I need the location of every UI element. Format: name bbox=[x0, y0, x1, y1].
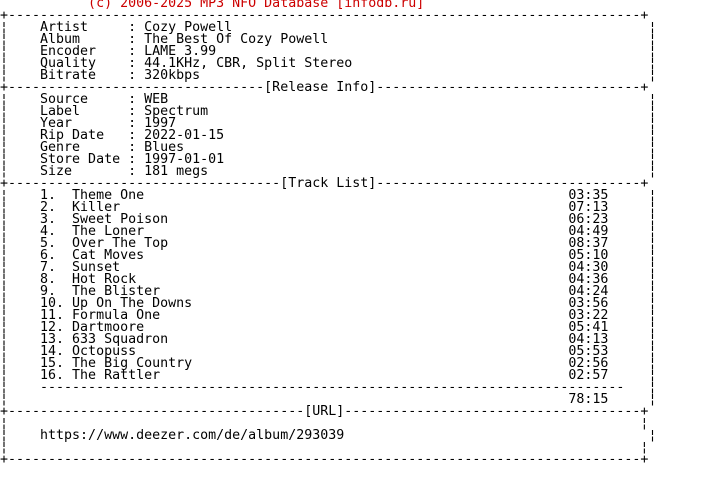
label-line: ¦ Label : Spectrum ¦ bbox=[0, 104, 657, 119]
bottom-border: +---------------------------------------… bbox=[0, 452, 649, 467]
track-row: ¦ 13. 633 Squadron 04:13 ¦ bbox=[0, 332, 657, 347]
track-row: ¦ 9. The Blister 04:24 ¦ bbox=[0, 284, 657, 299]
size-line: ¦ Size : 181 megs ¦ bbox=[0, 164, 657, 179]
blank-line: ¦ ¦ bbox=[0, 416, 649, 431]
track-row: ¦ 1. Theme One 03:35 ¦ bbox=[0, 188, 657, 203]
artist-line: ¦ Artist : Cozy Powell ¦ bbox=[0, 20, 657, 35]
bitrate-line: ¦ Bitrate : 320kbps ¦ bbox=[0, 68, 657, 83]
encoder-line: ¦ Encoder : LAME 3.99 ¦ bbox=[0, 44, 657, 59]
blank-line: ¦ ¦ bbox=[0, 440, 649, 455]
url-header: +-------------------------------------[U… bbox=[0, 404, 649, 419]
track-row: ¦ 3. Sweet Poison 06:23 ¦ bbox=[0, 212, 657, 227]
source-line: ¦ Source : WEB ¦ bbox=[0, 92, 657, 107]
track-row: ¦ 12. Dartmoore 05:41 ¦ bbox=[0, 320, 657, 335]
genre-line: ¦ Genre : Blues ¦ bbox=[0, 140, 657, 155]
top-border: +---------------------------------------… bbox=[0, 8, 649, 23]
copyright-banner: (c) 2006-2025 MP3 NFO Database [infodb.r… bbox=[0, 0, 425, 11]
track-row: ¦ 15. The Big Country 02:56 ¦ bbox=[0, 356, 657, 371]
total-time-line: ¦ 78:15 ¦ bbox=[0, 392, 657, 407]
album-line: ¦ Album : The Best Of Cozy Powell ¦ bbox=[0, 32, 657, 47]
track-row: ¦ 2. Killer 07:13 ¦ bbox=[0, 200, 657, 215]
total-divider: ¦ --------------------------------------… bbox=[0, 380, 657, 395]
track-row: ¦ 4. The Loner 04:49 ¦ bbox=[0, 224, 657, 239]
track-row: ¦ 11. Formula One 03:22 ¦ bbox=[0, 308, 657, 323]
track-row: ¦ 7. Sunset 04:30 ¦ bbox=[0, 260, 657, 275]
url-line: ¦ https://www.deezer.com/de/album/293039… bbox=[0, 428, 657, 443]
nfo-document: (c) 2006-2025 MP3 NFO Database [infodb.r… bbox=[0, 0, 657, 467]
track-row: ¦ 14. Octopuss 05:53 ¦ bbox=[0, 344, 657, 359]
release-info-header: +--------------------------------[Releas… bbox=[0, 80, 649, 95]
track-row: ¦ 6. Cat Moves 05:10 ¦ bbox=[0, 248, 657, 263]
track-row: ¦ 16. The Rattler 02:57 ¦ bbox=[0, 368, 657, 383]
rip-date-line: ¦ Rip Date : 2022-01-15 ¦ bbox=[0, 128, 657, 143]
track-list-header: +----------------------------------[Trac… bbox=[0, 176, 649, 191]
track-row: ¦ 5. Over The Top 08:37 ¦ bbox=[0, 236, 657, 251]
track-row: ¦ 8. Hot Rock 04:36 ¦ bbox=[0, 272, 657, 287]
year-line: ¦ Year : 1997 ¦ bbox=[0, 116, 657, 131]
quality-line: ¦ Quality : 44.1KHz, CBR, Split Stereo ¦ bbox=[0, 56, 657, 71]
store-date-line: ¦ Store Date : 1997-01-01 ¦ bbox=[0, 152, 657, 167]
track-row: ¦ 10. Up On The Downs 03:56 ¦ bbox=[0, 296, 657, 311]
